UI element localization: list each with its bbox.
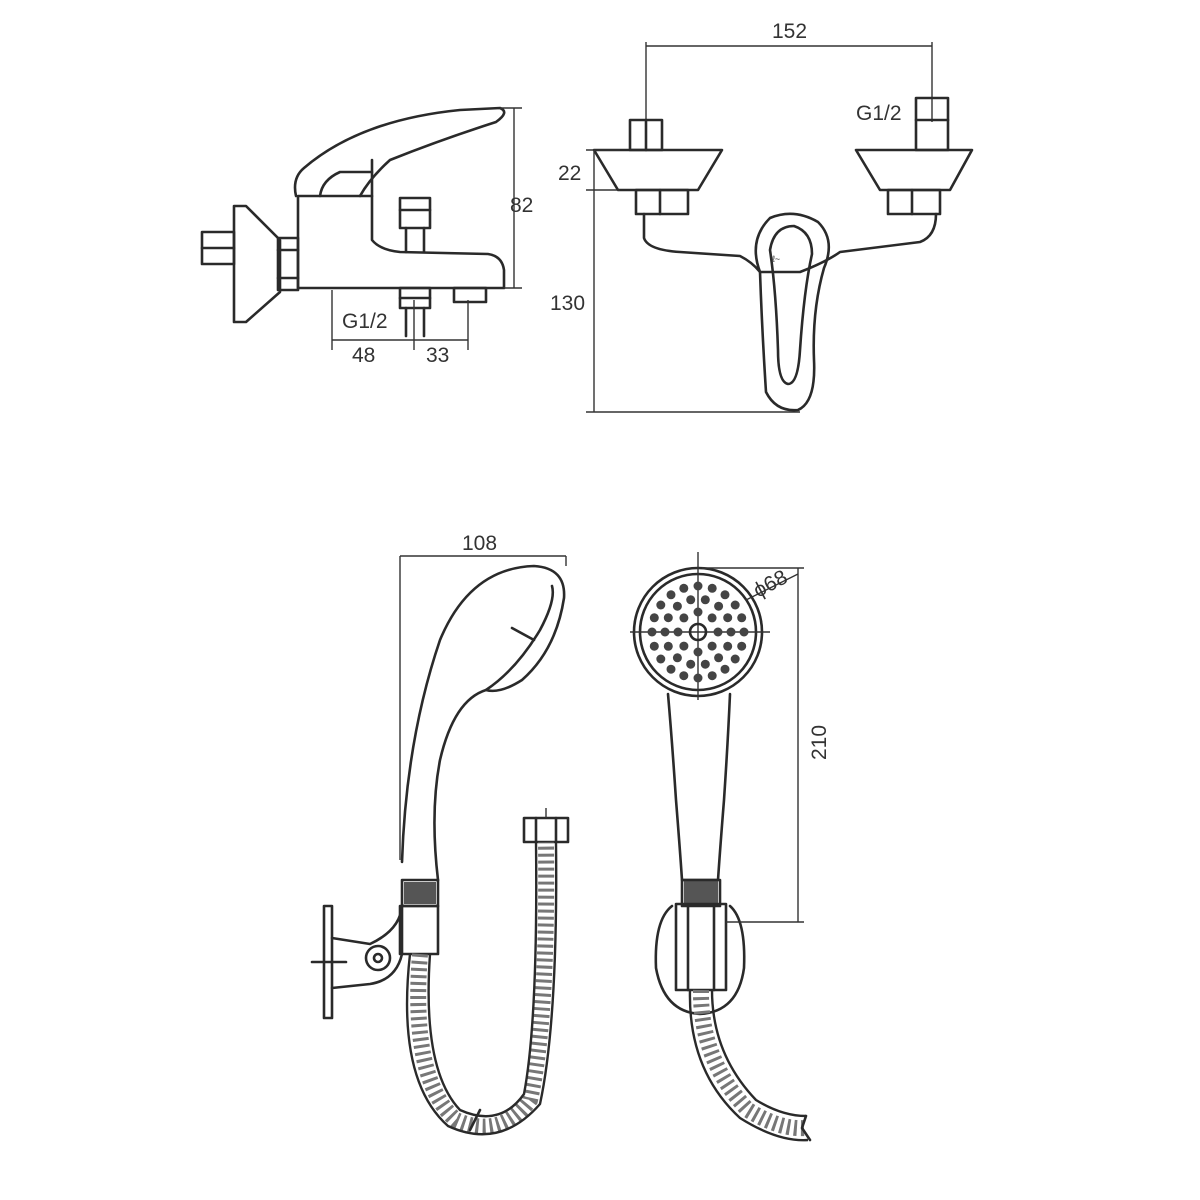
nozzle-dot — [714, 653, 724, 663]
nozzle-dot — [666, 590, 676, 600]
handshower-side-view: 108 — [310, 532, 570, 1136]
nozzle-dot — [672, 653, 682, 663]
nozzle-dot — [720, 664, 730, 674]
mixer-side-left-offset-label: 48 — [352, 344, 375, 367]
nozzle-dot — [673, 627, 683, 637]
nozzle-dot — [723, 641, 733, 651]
handshower-length-label: 210 — [808, 725, 831, 760]
nozzle-dot — [686, 595, 696, 605]
nozzle-dot — [663, 613, 673, 623]
nozzle-dot — [649, 613, 659, 623]
nozzle-dot — [726, 627, 736, 637]
nozzle-dot — [707, 671, 717, 681]
nozzle-dot — [700, 659, 710, 669]
nozzle-dot — [663, 641, 673, 651]
mixer-front-view: 152 G1/2 ℓ~ 22 130 — [550, 20, 974, 413]
nozzle-dot — [707, 583, 717, 593]
nozzle-dot — [679, 583, 689, 593]
brand-mark-icon: ℓ~ — [772, 254, 780, 264]
nozzle-dot — [679, 671, 689, 681]
mixer-side-height-label: 82 — [510, 194, 533, 217]
nozzle-dot — [720, 590, 730, 600]
nozzle-dot — [647, 627, 657, 637]
nozzle-dot — [700, 595, 710, 605]
nozzle-dot — [714, 601, 724, 611]
mixer-side-view: 82 G1/2 48 33 — [200, 106, 533, 367]
nozzle-dot — [672, 601, 682, 611]
nozzle-dot — [723, 613, 733, 623]
nozzle-dot — [686, 659, 696, 669]
nozzle-dot — [656, 600, 666, 610]
handshower-front-view: ϕ68 210 — [630, 552, 831, 1142]
nozzle-dot — [693, 673, 703, 683]
nozzle-dots — [647, 581, 749, 683]
handshower-diameter-label: ϕ68 — [750, 566, 792, 603]
nozzle-dot — [656, 654, 666, 664]
nozzle-dot — [693, 581, 703, 591]
mixer-front-width-label: 152 — [772, 20, 807, 43]
nozzle-dot — [666, 664, 676, 674]
nozzle-dot — [730, 654, 740, 664]
mixer-front-flange-label: 22 — [558, 162, 581, 185]
nozzle-dot — [693, 607, 703, 617]
mixer-front-thread-label: G1/2 — [856, 102, 902, 125]
nozzle-dot — [707, 641, 717, 651]
nozzle-dot — [737, 641, 747, 651]
mixer-side-right-offset-label: 33 — [426, 344, 449, 367]
nozzle-dot — [679, 613, 689, 623]
mixer-front-height-label: 130 — [550, 292, 585, 315]
nozzle-dot — [739, 627, 749, 637]
nozzle-dot — [679, 641, 689, 651]
nozzle-dot — [737, 613, 747, 623]
nozzle-dot — [693, 647, 703, 657]
mixer-side-thread-label: G1/2 — [342, 310, 388, 333]
handshower-side-width-label: 108 — [462, 532, 497, 555]
nozzle-dot — [713, 627, 723, 637]
nozzle-dot — [707, 613, 717, 623]
nozzle-dot — [730, 600, 740, 610]
nozzle-dot — [649, 641, 659, 651]
nozzle-dot — [660, 627, 670, 637]
